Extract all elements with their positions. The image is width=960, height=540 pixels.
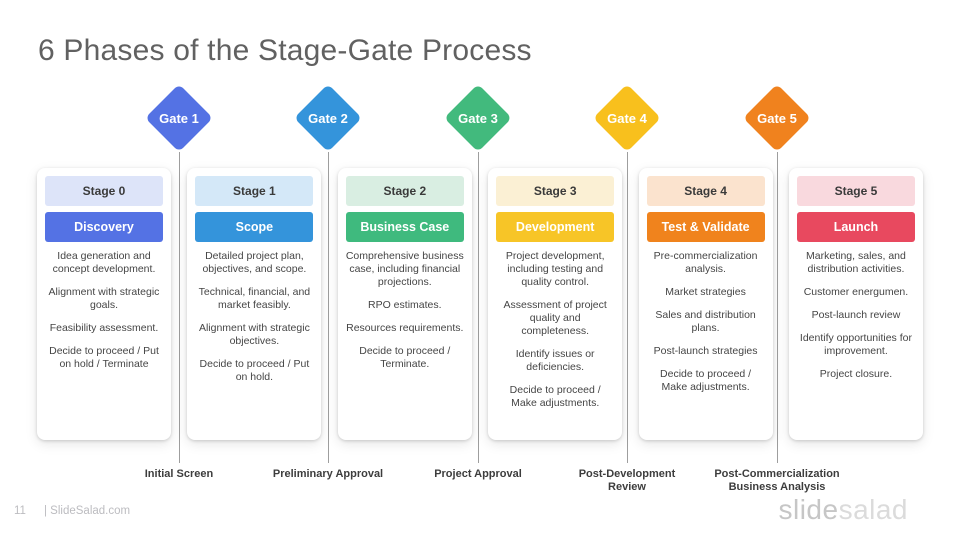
stage-point: Project development, including testing a… — [505, 250, 605, 289]
stage-point: Post-launch review — [811, 309, 901, 322]
stage-point: Pre-commercialization analysis. — [653, 250, 758, 276]
stage-point: Decide to proceed / Terminate. — [359, 345, 451, 371]
slide-title: 6 Phases of the Stage-Gate Process — [38, 34, 532, 67]
stage-1-label-band: Stage 1 — [195, 176, 314, 206]
stage-0-phase-band: Discovery — [45, 212, 163, 242]
stage-point: Comprehensive business case, including f… — [345, 250, 464, 289]
stage-point: Decide to proceed / Make adjustments. — [660, 368, 752, 394]
footer-brand: | SlideSalad.com — [44, 505, 131, 517]
stage-point: Technical, financial, and market feasibl… — [198, 286, 311, 312]
gate-5-connector-line — [777, 152, 778, 463]
gate-4-connector-line — [627, 152, 628, 463]
stage-2-points: Comprehensive business case, including f… — [346, 250, 464, 371]
approval-label-project-approval: Project Approval — [434, 468, 522, 480]
page-number: 11 — [14, 505, 26, 517]
logo-part-salad: salad — [838, 494, 908, 525]
approval-label-initial-screen: Initial Screen — [144, 468, 214, 480]
stage-2-label-band: Stage 2 — [345, 176, 464, 206]
stage-point: Customer energumen. — [803, 286, 909, 299]
approval-label-post-commercialization: Post-Commercialization Business Analysis — [714, 468, 840, 494]
logo-part-slide: slide — [778, 494, 839, 525]
gate-3-label: Gate 3 — [458, 110, 498, 126]
stage-point: Detailed project plan, objectives, and s… — [202, 250, 307, 276]
stage-3-label-band: Stage 3 — [496, 176, 615, 206]
stage-3-phase-band: Development — [496, 212, 615, 242]
stage-5-points: Marketing, sales, and distribution activ… — [797, 250, 915, 381]
stage-4-phase-band: Test & Validate — [646, 212, 765, 242]
gate-4: Gate 4 — [580, 71, 674, 165]
stage-cards-row: Stage 0 Discovery Idea generation and co… — [37, 168, 923, 440]
stage-point: Identify opportunities for improvement. — [799, 332, 912, 358]
stage-0-card: Stage 0 Discovery Idea generation and co… — [37, 168, 171, 440]
stage-2-card: Stage 2 Business Case Comprehensive busi… — [337, 168, 472, 440]
stage-point: Idea generation and concept development. — [52, 250, 156, 276]
slidesalad-logo: slidesalad — [778, 494, 908, 526]
stage-point: Identify issues or deficiencies. — [515, 348, 595, 374]
stage-point: Market strategies — [665, 286, 746, 299]
stage-3-points: Project development, including testing a… — [496, 250, 614, 410]
stage-1-card: Stage 1 Scope Detailed project plan, obj… — [187, 168, 322, 440]
stage-4-label-band: Stage 4 — [646, 176, 765, 206]
stage-1-phase-band: Scope — [195, 212, 314, 242]
stage-point: Sales and distribution plans. — [655, 309, 756, 335]
gate-2: Gate 2 — [281, 71, 375, 165]
stage-4-card: Stage 4 Test & Validate Pre-commercializ… — [638, 168, 773, 440]
stage-point: Decide to proceed / Make adjustments. — [509, 384, 601, 410]
gate-1-label: Gate 1 — [159, 110, 199, 126]
gate-2-connector-line — [328, 152, 329, 463]
stage-5-phase-band: Launch — [796, 212, 915, 242]
gate-1: Gate 1 — [132, 71, 226, 165]
stage-point: RPO estimates. — [368, 299, 442, 312]
stage-0-label-band: Stage 0 — [45, 176, 163, 206]
gate-5: Gate 5 — [730, 71, 824, 165]
gate-3-connector-line — [478, 152, 479, 463]
stage-5-label-band: Stage 5 — [796, 176, 915, 206]
stage-point: Resources requirements. — [346, 322, 464, 335]
stage-3-card: Stage 3 Development Project development,… — [488, 168, 623, 440]
stage-point: Alignment with strategic objectives. — [198, 322, 310, 348]
gate-2-label: Gate 2 — [308, 110, 348, 126]
stage-point: Decide to proceed / Put on hold. — [199, 358, 310, 384]
stage-point: Post-launch strategies — [653, 345, 758, 358]
stage-point: Alignment with strategic goals. — [48, 286, 160, 312]
stage-point: Feasibility assessment. — [49, 322, 159, 335]
stage-point: Decide to proceed / Put on hold / Termin… — [49, 345, 159, 371]
stage-point: Assessment of project quality and comple… — [503, 299, 607, 338]
gate-4-label: Gate 4 — [607, 110, 647, 126]
stage-2-phase-band: Business Case — [345, 212, 464, 242]
stage-1-points: Detailed project plan, objectives, and s… — [195, 250, 313, 384]
stage-0-points: Idea generation and concept development.… — [45, 250, 163, 371]
gate-5-label: Gate 5 — [757, 110, 797, 126]
stage-point: Project closure. — [819, 368, 893, 381]
stage-4-points: Pre-commercialization analysis. Market s… — [647, 250, 765, 394]
approval-label-preliminary-approval: Preliminary Approval — [272, 468, 384, 480]
gate-1-connector-line — [179, 152, 180, 463]
approval-label-post-development-review: Post-Development Review — [578, 468, 676, 494]
gate-3: Gate 3 — [431, 71, 525, 165]
stage-point: Marketing, sales, and distribution activ… — [806, 250, 906, 276]
stage-5-card: Stage 5 Launch Marketing, sales, and dis… — [788, 168, 923, 440]
